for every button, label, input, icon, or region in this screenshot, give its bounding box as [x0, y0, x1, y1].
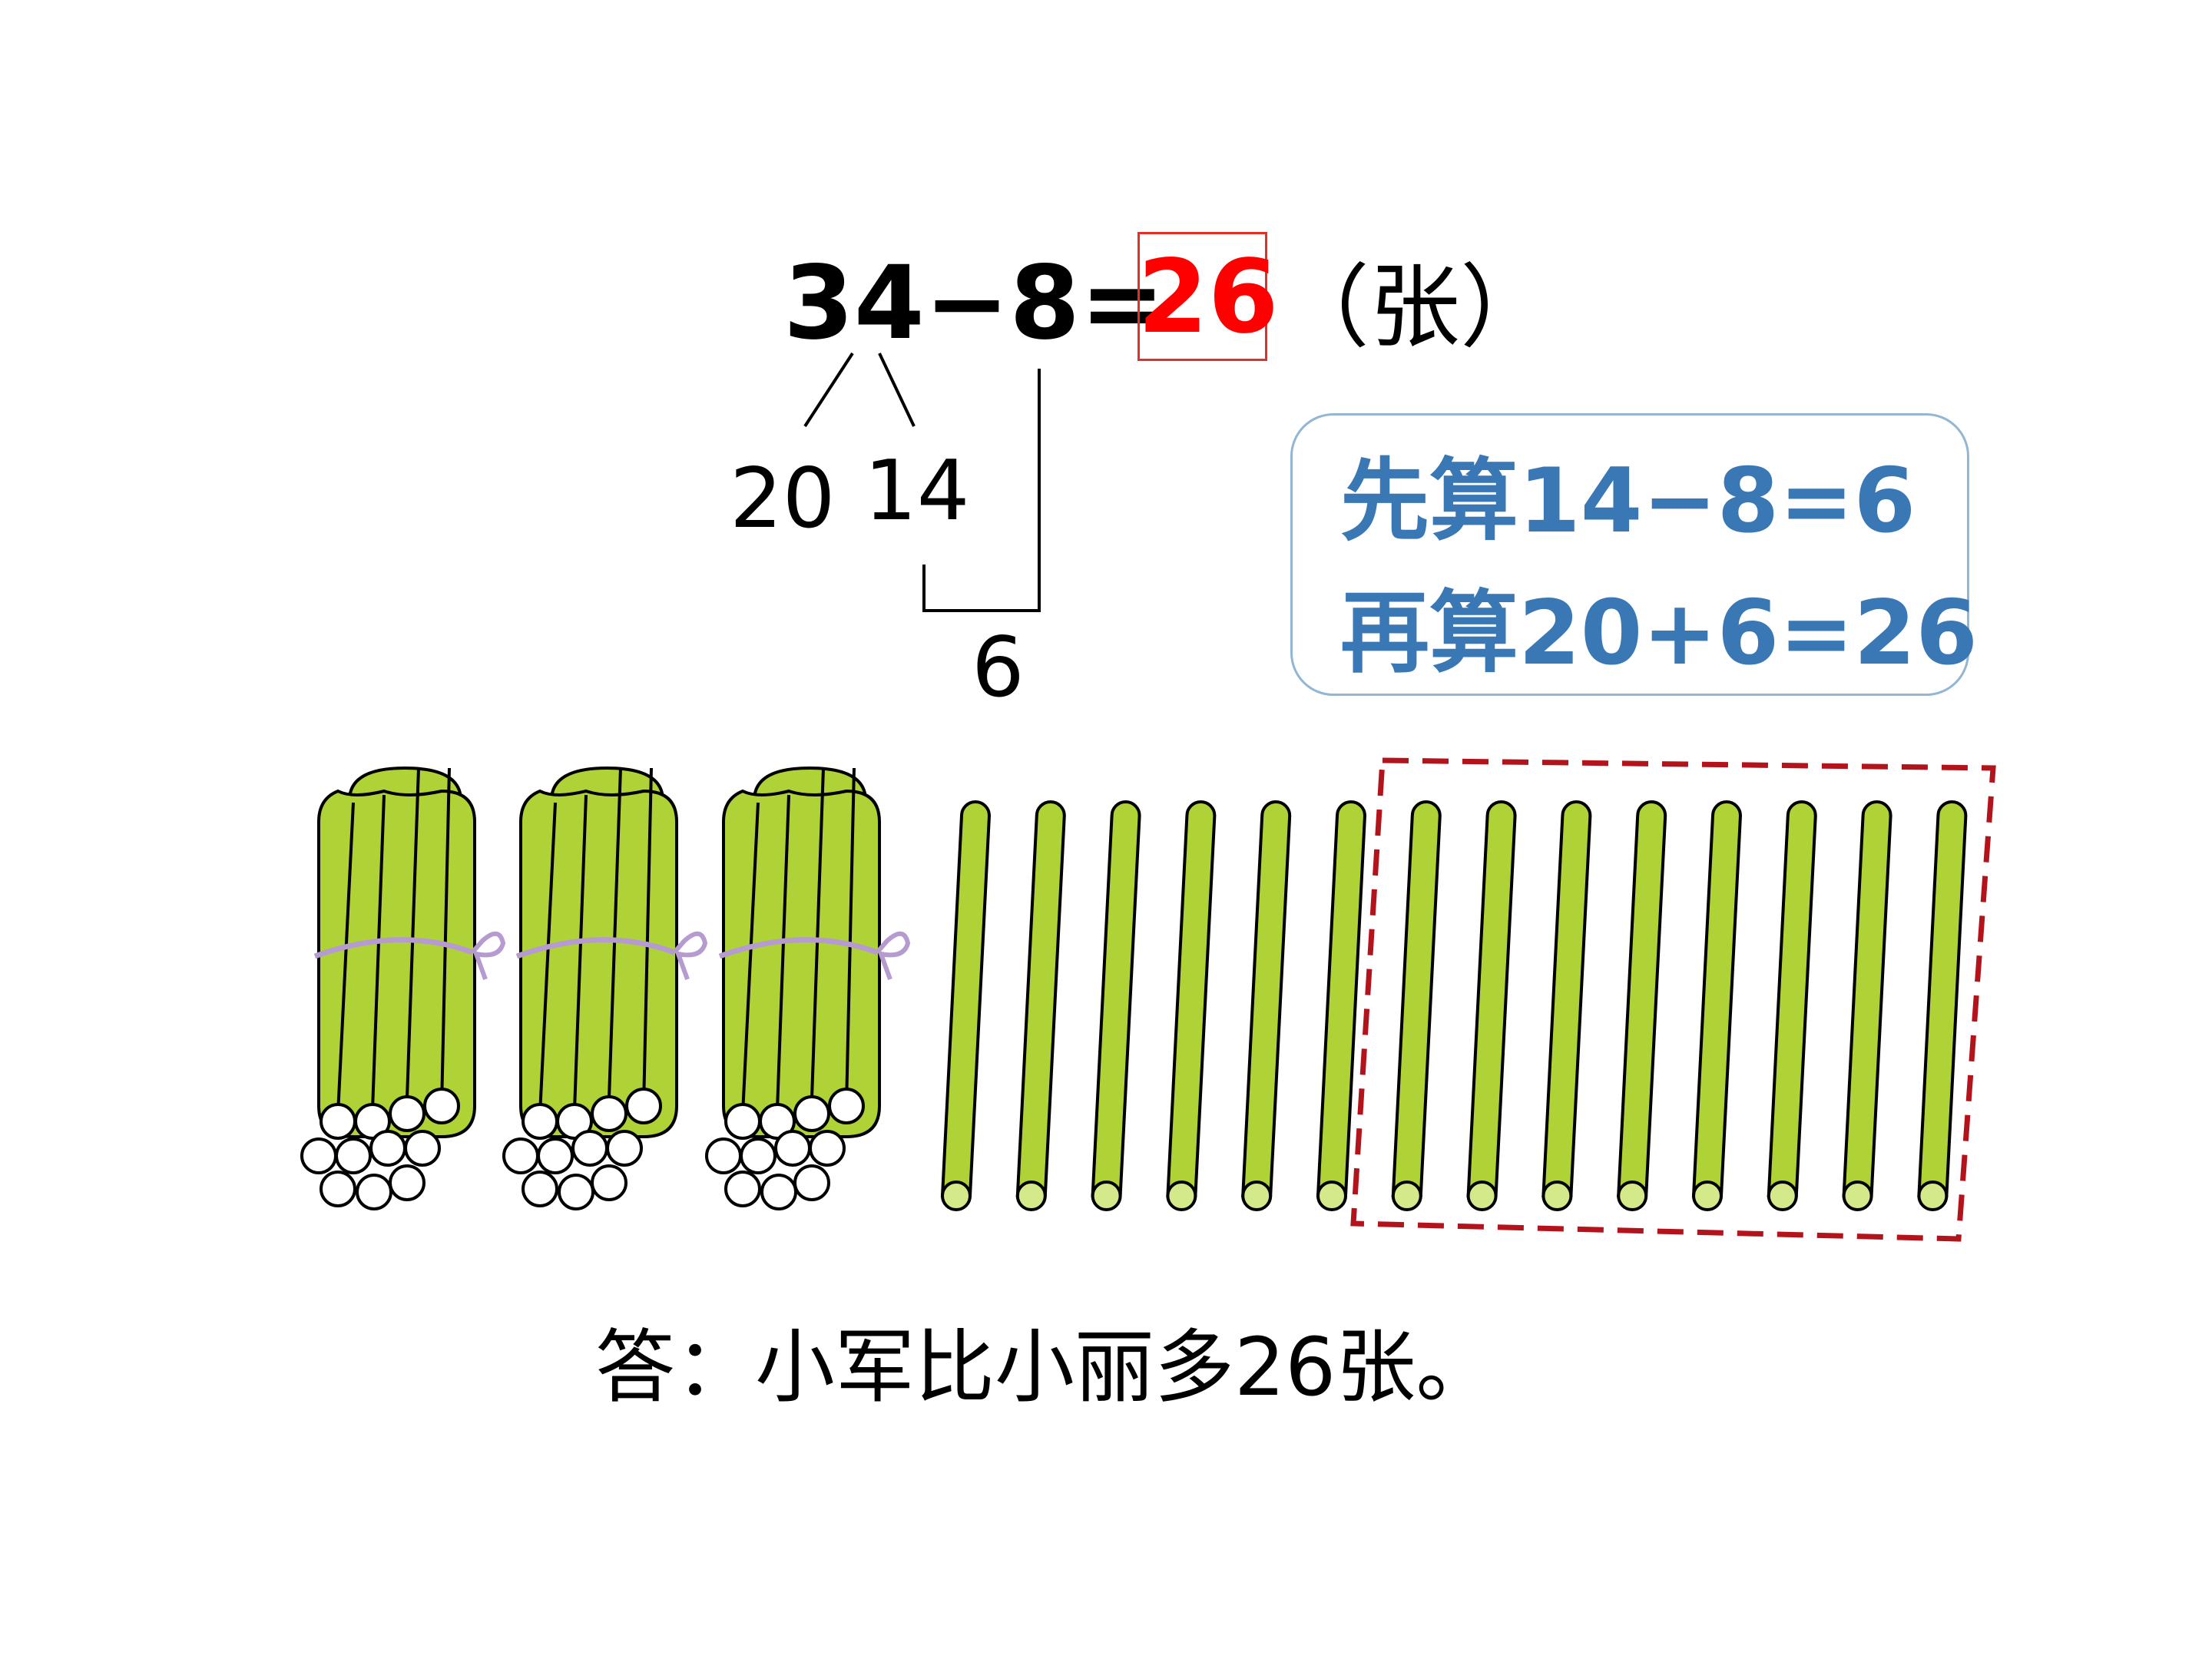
bundle-3 — [705, 766, 911, 1210]
equation-answer: 26 — [1137, 238, 1279, 356]
tip-box — [1290, 413, 1969, 696]
single-stick — [1541, 800, 1592, 1211]
single-stick — [1241, 800, 1292, 1211]
bundle-1 — [300, 766, 506, 1210]
bundle-ends — [705, 1088, 865, 1210]
single-stick — [1166, 800, 1217, 1211]
difference-6: 6 — [972, 620, 1025, 716]
split-line-right — [878, 353, 916, 427]
split-line-left — [803, 352, 854, 428]
single-stick — [1091, 800, 1141, 1211]
split-part-14: 14 — [864, 443, 970, 539]
split-part-20: 20 — [730, 451, 836, 547]
single-stick — [1015, 800, 1066, 1211]
answer-box — [1137, 232, 1267, 361]
single-stick — [1391, 800, 1442, 1211]
equation-left: 34−8= — [783, 244, 1165, 363]
answer-sentence: 答：小军比小丽多26张。 — [595, 1320, 1496, 1414]
single-stick — [1842, 800, 1892, 1211]
bundle-ends — [502, 1088, 662, 1210]
single-sticks — [940, 800, 1968, 1211]
bracket-line — [922, 369, 1041, 612]
single-stick — [1316, 800, 1367, 1211]
single-stick — [1691, 800, 1743, 1211]
tip-line-1: 先算14−8=6 — [1340, 449, 1916, 553]
bundle-ends — [300, 1088, 460, 1210]
single-stick — [940, 800, 992, 1211]
removed-sticks-box — [1350, 757, 1996, 1242]
single-stick — [1767, 800, 1817, 1211]
single-stick — [1466, 800, 1517, 1211]
single-stick — [1917, 800, 1968, 1211]
single-stick — [1617, 800, 1667, 1211]
bundle-2 — [502, 766, 708, 1210]
tip-line-2: 再算20+6=26 — [1340, 581, 1978, 685]
equation-unit: （张） — [1279, 254, 1551, 360]
